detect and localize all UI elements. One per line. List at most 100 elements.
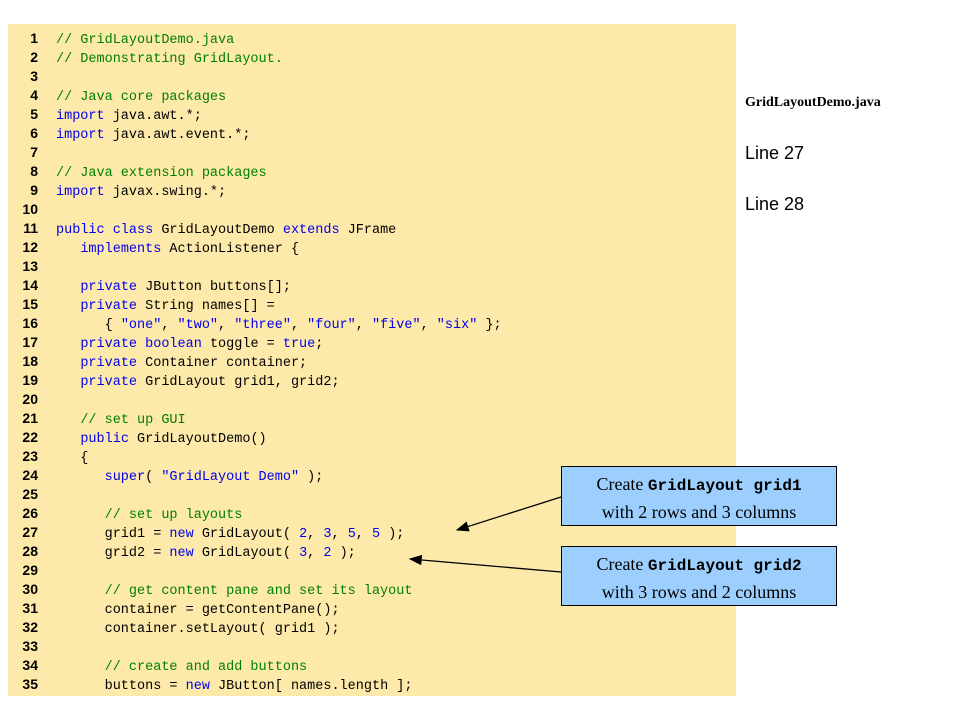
line-number: 5 [30, 106, 38, 122]
code-token: ( [145, 470, 162, 485]
code-line: 25 [16, 485, 56, 504]
code-token: }; [477, 318, 502, 333]
code-token: , [307, 527, 324, 542]
code-token: public class [56, 223, 154, 238]
line-number: 3 [30, 68, 38, 84]
line-number: 26 [22, 505, 38, 521]
code-listing-panel: 1// GridLayoutDemo.java 2 // Demonstrating… [8, 24, 736, 696]
callout-grid1-code: GridLayout grid1 [647, 477, 802, 495]
callout-grid2-prefix: Create [596, 554, 648, 574]
code-token: "six" [436, 318, 478, 333]
arrow-to-line-28 [408, 554, 562, 573]
code-line: 34 // create and add buttons [16, 656, 307, 675]
code-token: private [80, 375, 138, 390]
code-token: new [169, 527, 194, 542]
code-token: new [169, 546, 194, 561]
code-line: 10 [16, 200, 56, 219]
code-line: 13 [16, 257, 56, 276]
file-title: GridLayoutDemo.java [745, 95, 881, 110]
code-token: // set up GUI [80, 413, 186, 428]
line-number: 21 [22, 410, 38, 426]
callout-grid1-prefix: Create [596, 474, 648, 494]
code-token: , [161, 318, 178, 333]
code-line: 12 implements ActionListener { [16, 238, 299, 257]
code-token: 3 [323, 527, 332, 542]
code-line: 19 private GridLayout grid1, grid2; [16, 371, 339, 390]
line-number: 22 [22, 429, 38, 445]
code-line: 22 public GridLayoutDemo() [16, 428, 267, 447]
code-line: 6 import java.awt.event.*; [16, 124, 250, 143]
code-token: 5 [347, 527, 356, 542]
callout-grid2: Create GridLayout grid2 with 3 rows and … [561, 546, 837, 606]
code-line: 33 [16, 637, 56, 656]
code-token: , [218, 318, 235, 333]
code-token: private [80, 356, 138, 371]
line-number: 31 [22, 600, 38, 616]
line-number: 25 [22, 486, 38, 502]
line-number: 6 [30, 125, 38, 141]
code-token: implements [80, 242, 162, 257]
line-number: 20 [22, 391, 38, 407]
code-token: JButton buttons[]; [137, 280, 291, 295]
code-token: import [56, 109, 105, 124]
code-token: super [104, 470, 146, 485]
code-token: container = getContentPane(); [56, 603, 340, 618]
code-token: ); [380, 527, 405, 542]
line-number: 33 [22, 638, 38, 654]
line-number: 13 [22, 258, 38, 274]
code-line: 35 buttons = new JButton[ names.length ]… [16, 675, 412, 694]
code-line: 29 [16, 561, 56, 580]
code-token: new [185, 679, 210, 694]
line-ref-27: Line 27 [745, 143, 805, 163]
code-token: "four" [307, 318, 356, 333]
code-token: buttons = [56, 679, 186, 694]
line-number: 28 [22, 543, 38, 559]
code-token: { [56, 451, 89, 466]
code-line: 3 [16, 67, 56, 86]
code-token: , [290, 318, 308, 333]
code-token: true [282, 337, 316, 352]
code-token: JFrame [339, 223, 397, 238]
line-number: 9 [30, 182, 38, 198]
code-line: 17 private boolean toggle = true; [16, 333, 323, 352]
code-line: 28 grid2 = new GridLayout( 3, 2 ); [16, 542, 355, 561]
code-line: 32 container.setLayout( grid1 ); [16, 618, 339, 637]
code-token: GridLayout( [193, 546, 300, 561]
line-number: 8 [30, 163, 38, 179]
code-token: String names[] = [137, 299, 275, 314]
code-token: import [56, 128, 105, 143]
code-line: 27 grid1 = new GridLayout( 2, 3, 5, 5 ); [16, 523, 404, 542]
line-number: 17 [22, 334, 38, 350]
code-line: 1// GridLayoutDemo.java [16, 29, 234, 48]
line-ref-28: Line 28 [745, 194, 805, 214]
code-token: , [307, 546, 324, 561]
code-token: "two" [177, 318, 219, 333]
code-token: 5 [372, 527, 381, 542]
line-number: 7 [30, 144, 38, 160]
line-number: 23 [22, 448, 38, 464]
code-token: // Demonstrating GridLayout. [56, 52, 283, 67]
code-token: , [355, 318, 372, 333]
code-token: grid1 = [56, 527, 170, 542]
code-token: "one" [120, 318, 162, 333]
callout-grid1-line2: with 2 rows and 3 columns [601, 502, 797, 522]
line-number: 16 [22, 315, 38, 331]
code-token: java.awt.event.*; [104, 128, 251, 143]
code-token: // set up layouts [104, 508, 243, 523]
code-token: GridLayoutDemo() [128, 432, 267, 447]
line-number: 4 [30, 87, 38, 103]
code-token: public [80, 432, 129, 447]
code-token: import [56, 185, 105, 200]
line-number: 14 [22, 277, 38, 293]
code-line: 23 { [16, 447, 88, 466]
line-number: 10 [22, 201, 38, 217]
code-token: // Java extension packages [56, 166, 267, 181]
code-token: , [355, 527, 372, 542]
code-token: ActionListener { [161, 242, 300, 257]
code-line: 16 { "one", "two", "three", "four", "fiv… [16, 314, 502, 333]
line-number: 18 [22, 353, 38, 369]
code-token: 2 [299, 527, 308, 542]
code-token: "three" [234, 318, 291, 333]
